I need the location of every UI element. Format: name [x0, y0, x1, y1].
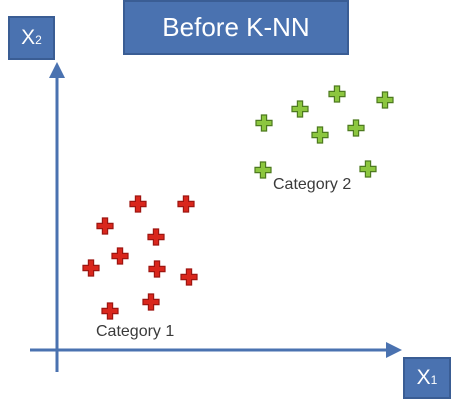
- category-1-point: [180, 268, 198, 286]
- category-1-point: [129, 195, 147, 213]
- points-layer: [82, 85, 394, 320]
- category-2-label: Category 2: [273, 176, 352, 193]
- y-axis-subscript: 2: [35, 33, 42, 47]
- category-1-label: Category 1: [96, 323, 175, 340]
- category-1-point: [142, 293, 160, 311]
- category-2-point: [347, 119, 365, 137]
- category-2-point: [376, 91, 394, 109]
- x-axis-label-box: X1: [403, 357, 451, 399]
- category-2-point: [291, 100, 309, 118]
- category-2-point: [311, 126, 329, 144]
- y-axis-label-box: X2: [8, 16, 55, 60]
- category-1-point: [111, 247, 129, 265]
- category-2-point: [255, 114, 273, 132]
- y-axis-label: X: [21, 26, 36, 49]
- category-1-point: [147, 228, 165, 246]
- y-axis-arrowhead: [49, 62, 65, 78]
- diagram-title: Before K-NN: [123, 0, 349, 55]
- category-2-point: [328, 85, 346, 103]
- category-1-point: [96, 217, 114, 235]
- x-axis-arrowhead: [386, 342, 402, 358]
- category-2-point: [359, 160, 377, 178]
- category-1-point: [82, 259, 100, 277]
- category-1-point: [148, 260, 166, 278]
- category-2-point: [254, 161, 272, 179]
- x-axis-label: X: [416, 366, 431, 389]
- category-1-point: [101, 302, 119, 320]
- x-axis-subscript: 1: [430, 373, 438, 387]
- category-1-point: [177, 195, 195, 213]
